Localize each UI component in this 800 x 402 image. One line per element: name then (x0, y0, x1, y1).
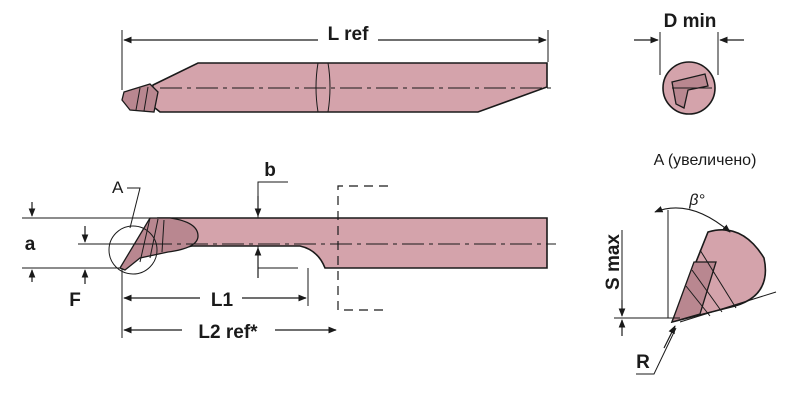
f-label: F (69, 290, 81, 311)
top-tool-tip (121, 83, 159, 113)
end-view: D min (634, 11, 744, 115)
beta-arc (654, 206, 731, 233)
beta-label: β° (688, 192, 705, 209)
l-ref-label: L ref (328, 24, 370, 45)
b-label: b (264, 160, 276, 181)
s-max-label: S max (603, 234, 624, 290)
r-label: R (636, 352, 650, 373)
side-tool-shank (157, 217, 548, 269)
l2-ref-label: L2 ref* (198, 322, 258, 343)
detail-insert-face (670, 261, 717, 323)
detail-insert-line-1 (699, 249, 737, 309)
detail-a-leader (127, 187, 141, 229)
holder-outline (337, 185, 388, 311)
top-tip-line-1 (135, 87, 141, 111)
top-band-right (327, 62, 331, 113)
side-view: A b a F L1 L2 ref* (22, 160, 556, 343)
a-label: a (25, 234, 36, 255)
detail-a-marker: A (112, 178, 124, 197)
top-tip-line-2 (143, 86, 149, 112)
b-leader-top (257, 181, 288, 218)
detail-a-circle (108, 225, 158, 275)
side-head-line-3 (161, 219, 165, 253)
r-arrow (663, 325, 676, 349)
detail-title: A (увеличено) (654, 152, 757, 169)
detail-insert-line-3 (685, 285, 711, 317)
l1-label: L1 (211, 290, 234, 311)
detail-insert-line-2 (691, 269, 723, 313)
top-view: L ref (121, 24, 552, 113)
r-leader (636, 327, 677, 375)
top-band-left (315, 62, 319, 113)
side-head-line-1 (139, 217, 151, 263)
d-min-label: D min (664, 11, 717, 32)
detail-reference-line (679, 291, 777, 323)
detail-a-view: A (увеличено) β° S max R (603, 152, 777, 375)
end-view-insert (671, 73, 709, 109)
